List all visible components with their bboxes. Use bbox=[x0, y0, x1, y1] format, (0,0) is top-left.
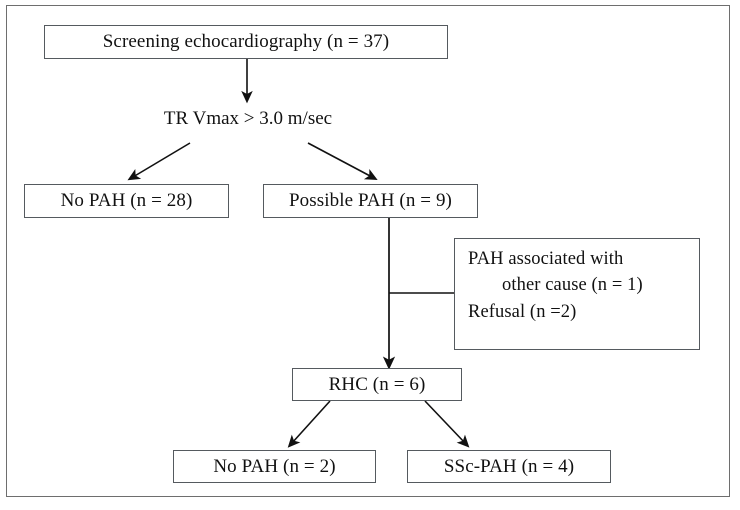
node-possible-pah: Possible PAH (n = 9) bbox=[263, 184, 478, 218]
node-exclusions-line-3: Refusal (n =2) bbox=[468, 301, 577, 322]
node-no-pah-rhc: No PAH (n = 2) bbox=[173, 450, 376, 483]
node-no-pah-rhc-label: No PAH (n = 2) bbox=[213, 455, 336, 477]
node-rhc-label: RHC (n = 6) bbox=[328, 373, 426, 395]
node-no-pah-screening: No PAH (n = 28) bbox=[24, 184, 229, 218]
node-ssc-pah-label: SSc-PAH (n = 4) bbox=[443, 455, 575, 477]
node-tr-vmax-criterion: TR Vmax > 3.0 m/sec bbox=[117, 108, 379, 130]
node-criterion-label: TR Vmax > 3.0 m/sec bbox=[163, 108, 333, 129]
node-screening-label: Screening echocardiography (n = 37) bbox=[102, 31, 390, 53]
node-ssc-pah: SSc-PAH (n = 4) bbox=[407, 450, 611, 483]
node-screening-echocardiography: Screening echocardiography (n = 37) bbox=[44, 25, 448, 59]
node-exclusions: PAH associated with other cause (n = 1) … bbox=[454, 238, 700, 350]
node-possible-pah-label: Possible PAH (n = 9) bbox=[289, 190, 452, 212]
node-exclusions-line-1: PAH associated with bbox=[468, 249, 624, 269]
node-rhc: RHC (n = 6) bbox=[292, 368, 462, 401]
node-exclusions-line-2: other cause (n = 1) bbox=[502, 275, 643, 296]
node-no-pah-screening-label: No PAH (n = 28) bbox=[60, 190, 193, 212]
